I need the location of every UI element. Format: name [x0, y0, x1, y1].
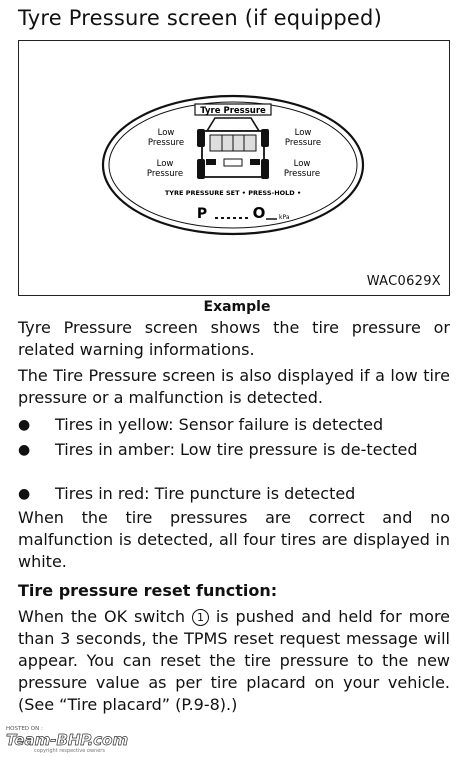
tyre-front-right-icon: [261, 129, 269, 147]
bullet-text: Tires in red: Tire puncture is detected: [55, 484, 356, 503]
rear-left-label-line2: Pressure: [147, 169, 183, 179]
reset-function-paragraph: When the OK switch 1 is pushed and held …: [18, 606, 450, 716]
ok-switch-number-icon: 1: [191, 609, 209, 626]
display-inner-ring: [108, 101, 358, 229]
tyre-pressure-display-illustration: Tyre Pressure Low Pressure Low Pressure …: [101, 94, 365, 236]
intro-paragraph: Tyre Pressure screen shows the tire pres…: [18, 318, 450, 359]
watermark-hosted: HOSTED ON :: [6, 726, 43, 732]
display-outer-ring: [101, 94, 365, 236]
dial-p-label: P: [197, 206, 207, 222]
front-left-label-line1: Low: [158, 128, 175, 138]
tyre-pressure-figure: Tyre Pressure Low Pressure Low Pressure …: [18, 40, 450, 296]
display-title: Tyre Pressure: [200, 106, 266, 116]
front-left-label-line2: Pressure: [148, 138, 184, 148]
car-icon: [197, 117, 269, 179]
reset-text-part1: When the OK switch: [18, 607, 186, 626]
front-right-label-line2: Pressure: [285, 138, 321, 148]
tyre-front-left-icon: [197, 129, 205, 147]
tyre-rear-right-icon: [261, 159, 269, 179]
reset-text-part2: is pushed and held for more than 3 secon…: [18, 607, 451, 714]
normal-state-paragraph: When the tire pressures are correct and …: [18, 508, 450, 571]
rear-left-label-line1: Low: [157, 159, 174, 169]
figure-caption: Example: [203, 299, 271, 315]
watermark-brand: Team-BHP.com: [6, 731, 128, 749]
bullet-text: Tires in yellow: Sensor failure is detec…: [55, 415, 384, 434]
rear-right-label-line2: Pressure: [284, 169, 320, 179]
bullet-text: Tires in amber: Low tire pressure is de-…: [55, 440, 418, 459]
reset-function-heading: Tire pressure reset function:: [18, 581, 278, 600]
display-condition-paragraph: The Tire Pressure screen is also display…: [18, 366, 450, 407]
team-bhp-watermark-logo: HOSTED ON : Team-BHP.com copyright respe…: [6, 726, 129, 754]
page-title: Tyre Pressure screen (if equipped): [18, 6, 382, 30]
display-title-box: [194, 103, 272, 116]
front-right-label-line1: Low: [295, 128, 312, 138]
watermark-copyright: copyright respective owners: [34, 748, 105, 754]
bullet-dot-icon: ●: [18, 442, 31, 458]
bullet-dot-icon: ●: [18, 417, 31, 433]
bullet-dot-icon: ●: [18, 486, 31, 502]
tyre-rear-left-icon: [197, 159, 205, 179]
tyre-pressure-set-text: TYRE PRESSURE SET • PRESS-HOLD •: [165, 189, 301, 197]
figure-id: WAC0629X: [366, 274, 441, 289]
ok-switch-icon: O: [253, 204, 266, 222]
rear-right-label-line1: Low: [294, 159, 311, 169]
dial-unit: kPa: [279, 214, 290, 221]
